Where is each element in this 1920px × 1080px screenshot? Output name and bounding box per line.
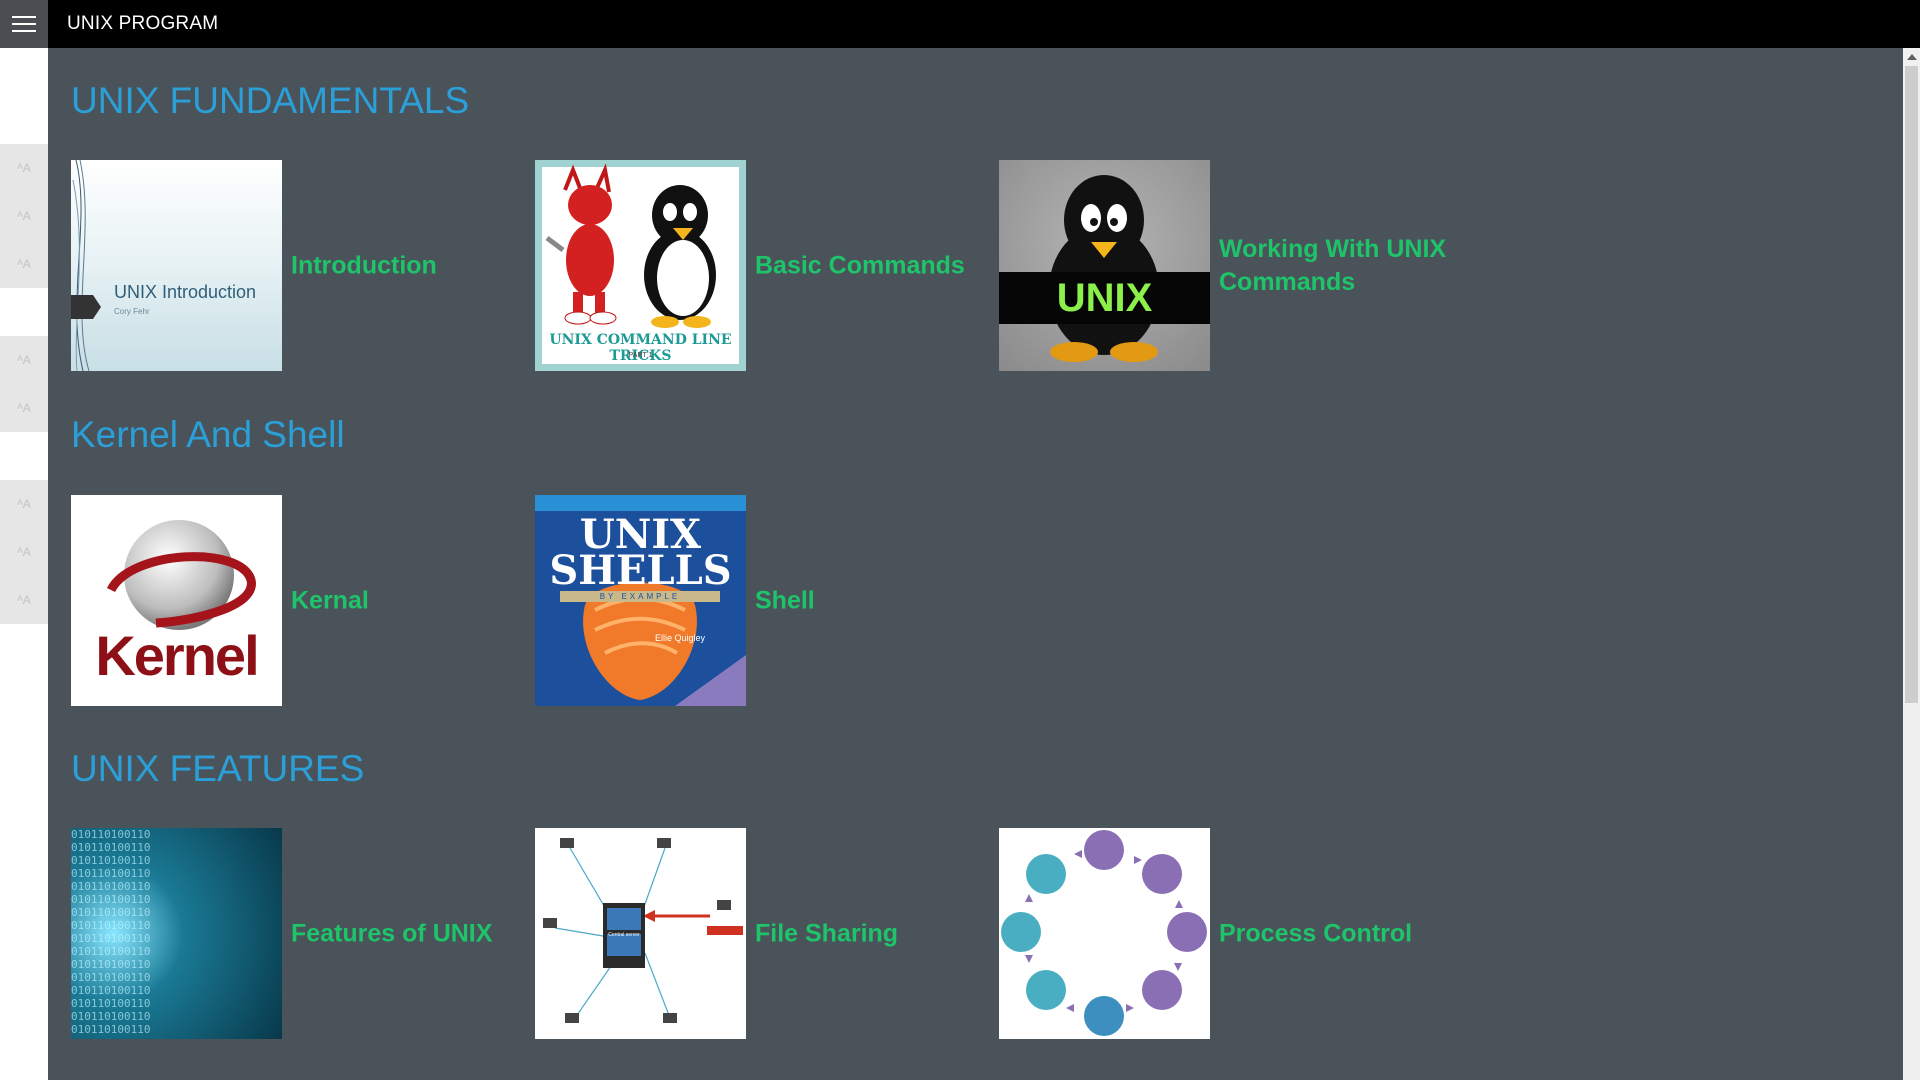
- slide-title-text: UNIX Introduction: [114, 282, 257, 302]
- kernel-logo-text: Kernel: [95, 624, 259, 687]
- image-caption: UNIX COMMAND LINE TRICKS: [549, 332, 732, 364]
- tile-introduction[interactable]: UNIX Introduction Cory Fehr Introduction: [71, 160, 521, 371]
- scrollbar-thumb[interactable]: [1905, 66, 1918, 703]
- tile-shell[interactable]: UNIX SHELLS BY EXAMPLE Ellie Quigley She…: [535, 495, 985, 706]
- working-with-unix-thumbnail: UNIX: [999, 160, 1210, 371]
- seashell-icon: [583, 582, 746, 706]
- basic-commands-thumbnail: UNIX COMMAND LINE TRICKS PART 1: [535, 160, 746, 371]
- sidebar: ᴬA ᴬA ᴬA ᴬA ᴬA ᴬA ᴬA ᴬA: [0, 48, 48, 1080]
- sidebar-item-font-icon[interactable]: ᴬA: [17, 161, 31, 175]
- title-bar: UNIX PROGRAM: [0, 0, 1920, 48]
- sidebar-item-font-icon[interactable]: ᴬA: [17, 401, 31, 415]
- sidebar-item-font-icon[interactable]: ᴬA: [17, 353, 31, 367]
- tile-kernal[interactable]: Kernel Kernal: [71, 495, 521, 706]
- tux-penguin-icon: [999, 175, 1210, 362]
- section-title: Kernel And Shell: [71, 414, 345, 455]
- shell-book-thumbnail: UNIX SHELLS BY EXAMPLE Ellie Quigley: [535, 495, 746, 706]
- tile-label: File Sharing: [755, 919, 899, 947]
- hamburger-menu-button[interactable]: [0, 0, 48, 48]
- arrow-up-icon: [1906, 53, 1917, 60]
- tile-label: Working With UNIX Commands: [1219, 234, 1447, 296]
- book-title-text: UNIX SHELLS: [549, 511, 732, 594]
- tile-process-control[interactable]: Process Control: [999, 828, 1449, 1039]
- sidebar-group-2: ᴬA ᴬA: [0, 336, 48, 432]
- sidebar-item-font-icon[interactable]: ᴬA: [17, 209, 31, 223]
- content-area: UNIX FUNDAMENTALS UNIX Introduction Cory…: [48, 48, 1903, 1080]
- kernel-thumbnail: Kernel: [71, 495, 282, 706]
- tile-label: Features of UNIX: [291, 919, 493, 947]
- network-diagram-icon: [543, 838, 743, 1023]
- tile-label: Process Control: [1219, 919, 1413, 947]
- tile-working-with-unix-commands[interactable]: UNIX Working With UNIX Commands: [999, 160, 1449, 371]
- sidebar-item-font-icon[interactable]: ᴬA: [17, 545, 31, 559]
- tile-label: Introduction: [291, 251, 437, 279]
- book-author-text: Ellie Quigley: [655, 633, 706, 643]
- sidebar-group-1: ᴬA ᴬA ᴬA: [0, 144, 48, 288]
- app-title: UNIX PROGRAM: [67, 13, 219, 34]
- slide-subtitle-text: Cory Fehr: [114, 307, 150, 316]
- section-title: UNIX FEATURES: [71, 748, 365, 789]
- book-subtitle-text: BY EXAMPLE: [560, 591, 720, 602]
- scroll-up-button[interactable]: [1903, 48, 1920, 65]
- tile-file-sharing[interactable]: Central server File Sharing: [535, 828, 985, 1039]
- sidebar-item-font-icon[interactable]: ᴬA: [17, 593, 31, 607]
- image-subcaption: PART 1: [628, 352, 653, 359]
- tile-label: Basic Commands: [755, 251, 965, 279]
- vertical-scrollbar[interactable]: [1903, 48, 1920, 1080]
- sidebar-item-font-icon[interactable]: ᴬA: [17, 497, 31, 511]
- tile-basic-commands[interactable]: UNIX COMMAND LINE TRICKS PART 1 Basic Co…: [535, 160, 985, 371]
- process-cycle-thumbnail: [999, 828, 1210, 1039]
- kernel-sphere-icon: [106, 520, 256, 630]
- slide-decoration-icon: [71, 160, 101, 371]
- section-title: UNIX FUNDAMENTALS: [71, 80, 470, 121]
- file-sharing-thumbnail: Central server: [535, 828, 746, 1039]
- tile-label: Kernal: [291, 586, 369, 614]
- server-label: Central server: [608, 932, 640, 938]
- daemon-and-penguin-icon: [545, 163, 716, 328]
- process-cycle-diagram-icon: [1001, 830, 1207, 1036]
- unix-banner-text: UNIX: [1056, 276, 1153, 320]
- tile-label: Shell: [755, 586, 815, 614]
- introduction-thumbnail: UNIX Introduction Cory Fehr: [71, 160, 282, 371]
- sidebar-group-3: ᴬA ᴬA ᴬA: [0, 480, 48, 624]
- sidebar-item-font-icon[interactable]: ᴬA: [17, 257, 31, 271]
- hamburger-icon: [12, 16, 36, 32]
